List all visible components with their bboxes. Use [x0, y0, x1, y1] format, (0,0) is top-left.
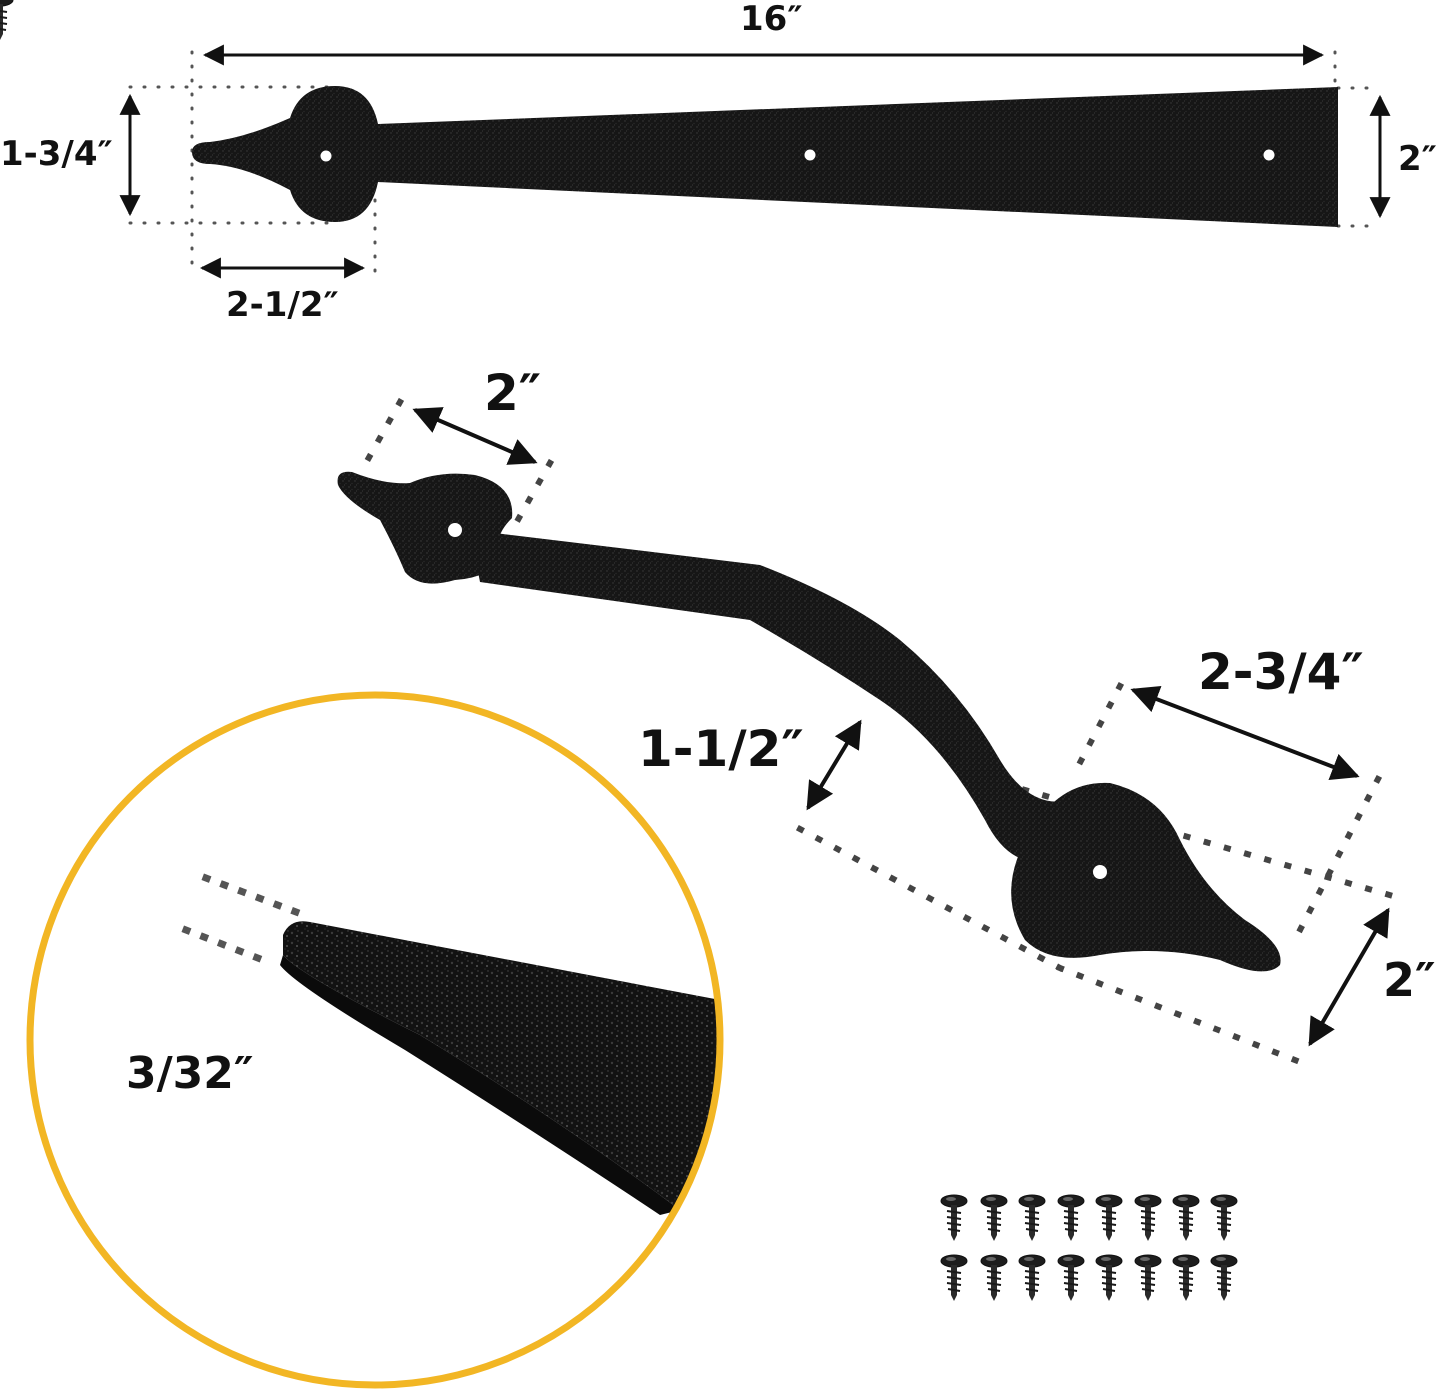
- thickness-zoom-graphic: [26, 691, 724, 1389]
- bottom-head-length-arrow: [1130, 685, 1360, 781]
- handle-grip-depth-label: 1-1/2″: [638, 720, 804, 778]
- top-head-arrow: [412, 407, 538, 465]
- handle-top-head: [337, 471, 513, 584]
- handle-top-head-width-label: 2″: [484, 364, 542, 422]
- overall-length-label: 16″: [740, 0, 803, 39]
- zoom-circle-border: [26, 691, 724, 1389]
- screw-hole: [320, 150, 332, 162]
- thickness-label: 3/32″: [126, 1048, 254, 1099]
- screw-hole: [1263, 149, 1275, 161]
- spear-head-height-label: 1-3/4″: [0, 134, 113, 174]
- spear-head-length-label: 2-1/2″: [226, 285, 339, 325]
- guide-dots: [181, 873, 317, 967]
- handle-graphic: [337, 397, 1404, 1066]
- strap-end-width-label: 2″: [1398, 139, 1437, 179]
- handle-bottom-head-width-label: 2″: [1383, 953, 1436, 1007]
- grip-depth-arrow: [806, 719, 862, 811]
- zoomed-edge: [283, 921, 720, 1210]
- strap-hinge-graphic: [119, 44, 1391, 279]
- strap-body: [192, 86, 1338, 227]
- bottom-head-width-arrow: [1308, 907, 1390, 1047]
- screw-hole: [1093, 865, 1107, 879]
- handle-bottom-head: [1011, 782, 1281, 972]
- handle-arm: [470, 530, 1070, 862]
- handle-bottom-head-length-label: 2-3/4″: [1198, 643, 1364, 701]
- screw-hole: [448, 523, 462, 537]
- guide-dots: [128, 50, 1382, 274]
- screws-graphic: [0, 0, 1238, 1302]
- screw-hole: [804, 149, 816, 161]
